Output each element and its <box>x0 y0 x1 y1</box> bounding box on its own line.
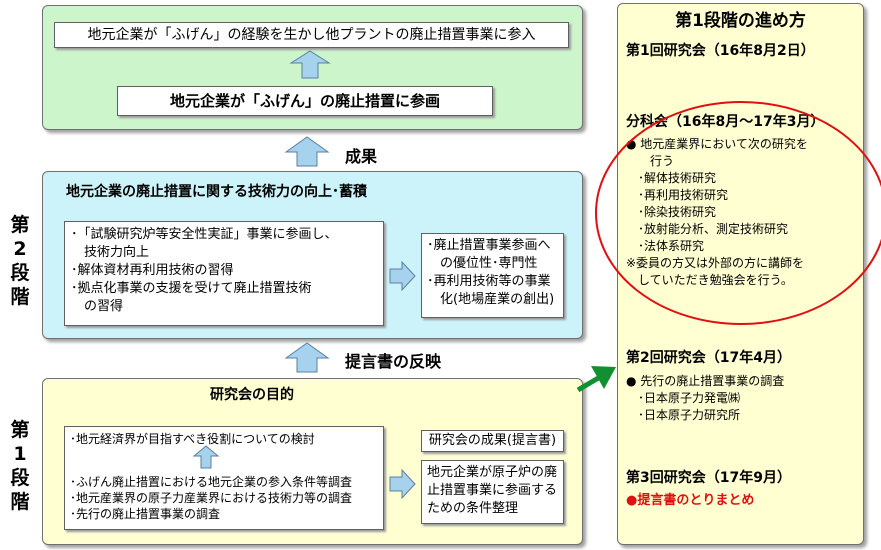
list-item: ための条件整理 <box>427 501 519 516</box>
list-item: ･日本原子力発電㈱ <box>626 391 741 405</box>
list-item: 技術力向上 <box>71 245 150 260</box>
stage2-label-char: 第 <box>10 214 30 236</box>
list-item: ･ふげん廃止措置における地元企業の参入条件等調査 <box>70 475 353 489</box>
list-item: ※委員の方又は外部の方に講師を <box>626 256 805 270</box>
list-item: ･廃止措置事業参画へ <box>427 238 551 253</box>
middle-right-box: ･廃止措置事業参画へ の優位性･専門性 ･再利用技術等の事業 化(地場産業の創出… <box>421 233 564 318</box>
list-item: ･放射能分析、測定技術研究 <box>626 222 789 236</box>
up-arrow-teigen <box>284 342 330 373</box>
list-item: ･法体系研究 <box>626 239 705 253</box>
bottom-right-box: 地元企業が原子炉の廃 止措置事業に参画する ための条件整理 <box>421 460 564 524</box>
list-item: ･「試験研究炉等安全性実証」事業に参画し、 <box>71 227 338 242</box>
list-item: ･除染技術研究 <box>626 205 717 219</box>
stage2-label: 第 2 段 階 <box>7 213 33 309</box>
meeting3-item: ●提言書のとりまとめ <box>626 493 755 508</box>
list-item: 化(地場産業の創出) <box>427 292 555 307</box>
stage2-label-char: 階 <box>10 286 30 308</box>
list-item: ･再利用技術等の事業 <box>427 274 551 289</box>
list-item: ･解体資材再利用技術の習得 <box>71 263 234 278</box>
seika-label: 成果 <box>345 147 378 166</box>
list-item: 地元企業が原子炉の廃 <box>427 465 558 480</box>
list-item: ･解体技術研究 <box>626 171 717 185</box>
list-item: ● 地元産業界において次の研究を <box>626 137 808 151</box>
list-item: ･拠点化事業の支援を受けて廃止措置技術 <box>71 281 312 296</box>
stage1-label-char: 段 <box>10 467 30 489</box>
top-box-participate-fugen: 地元企業が「ふげん」の廃止措置に参画 <box>117 86 493 116</box>
list-item: していただき勉強会を行う。 <box>626 273 793 287</box>
list-item: 行う <box>626 154 675 168</box>
list-item: ･再利用技術研究 <box>626 188 729 202</box>
list-item: ･地元産業界の原子力産業界における技術力等の調査 <box>70 491 353 505</box>
bunkakai-label: 分科会（16年8月～17年3月） <box>626 114 825 130</box>
meeting3-label: 第3回研究会（17年9月） <box>626 470 791 486</box>
meeting2-label: 第2回研究会（17年4月） <box>626 350 791 366</box>
bunkakai-items: ● 地元産業界において次の研究を 行う ･解体技術研究 ･再利用技術研究 ･除染… <box>626 136 862 289</box>
green-arrow-head <box>591 366 616 389</box>
list-item: の優位性･専門性 <box>427 256 538 271</box>
stage1-label-char: 1 <box>13 443 27 465</box>
list-item: ･先行の廃止措置事業の調査 <box>70 507 221 521</box>
stage1-label-char: 第 <box>10 419 30 441</box>
meeting1-label: 第1回研究会（16年8月2日） <box>626 43 815 59</box>
list-item: ･日本原子力研究所 <box>626 408 741 422</box>
bottom-left-box <box>64 426 384 530</box>
top-box-participate-other-plants: 地元企業が「ふげん」の経験を生かし他プラントの廃止措置事業に参入 <box>54 22 569 48</box>
stage2-label-char: 段 <box>10 262 30 284</box>
middle-title: 地元企業の廃止措置に関する技術力の向上･蓄積 <box>66 184 367 200</box>
bottom-left-items: ･ふげん廃止措置における地元企業の参入条件等調査 ･地元産業界の原子力産業界にお… <box>70 474 382 522</box>
bottom-title: 研究会の目的 <box>210 387 294 403</box>
bottom-left-top-item: ･地元経済界が目指すべき役割についての検討 <box>70 432 315 446</box>
bottom-right-label-box: 研究会の成果(提言書) <box>421 430 564 452</box>
stage1-label-char: 階 <box>10 491 30 513</box>
meeting2-items: ● 先行の廃止措置事業の調査 ･日本原子力発電㈱ ･日本原子力研究所 <box>626 373 862 424</box>
middle-left-box: ･「試験研究炉等安全性実証」事業に参画し、 技術力向上 ･解体資材再利用技術の習… <box>64 221 384 326</box>
right-panel-title: 第1段階の進め方 <box>675 11 806 31</box>
list-item: の習得 <box>71 299 124 314</box>
teigen-label: 提言書の反映 <box>345 352 442 371</box>
up-arrow-seika <box>284 136 330 167</box>
stage2-label-char: 2 <box>13 238 27 260</box>
list-item: ● 先行の廃止措置事業の調査 <box>626 374 785 388</box>
list-item: 止措置事業に参画する <box>427 483 558 498</box>
stage1-label: 第 1 段 階 <box>7 418 33 514</box>
